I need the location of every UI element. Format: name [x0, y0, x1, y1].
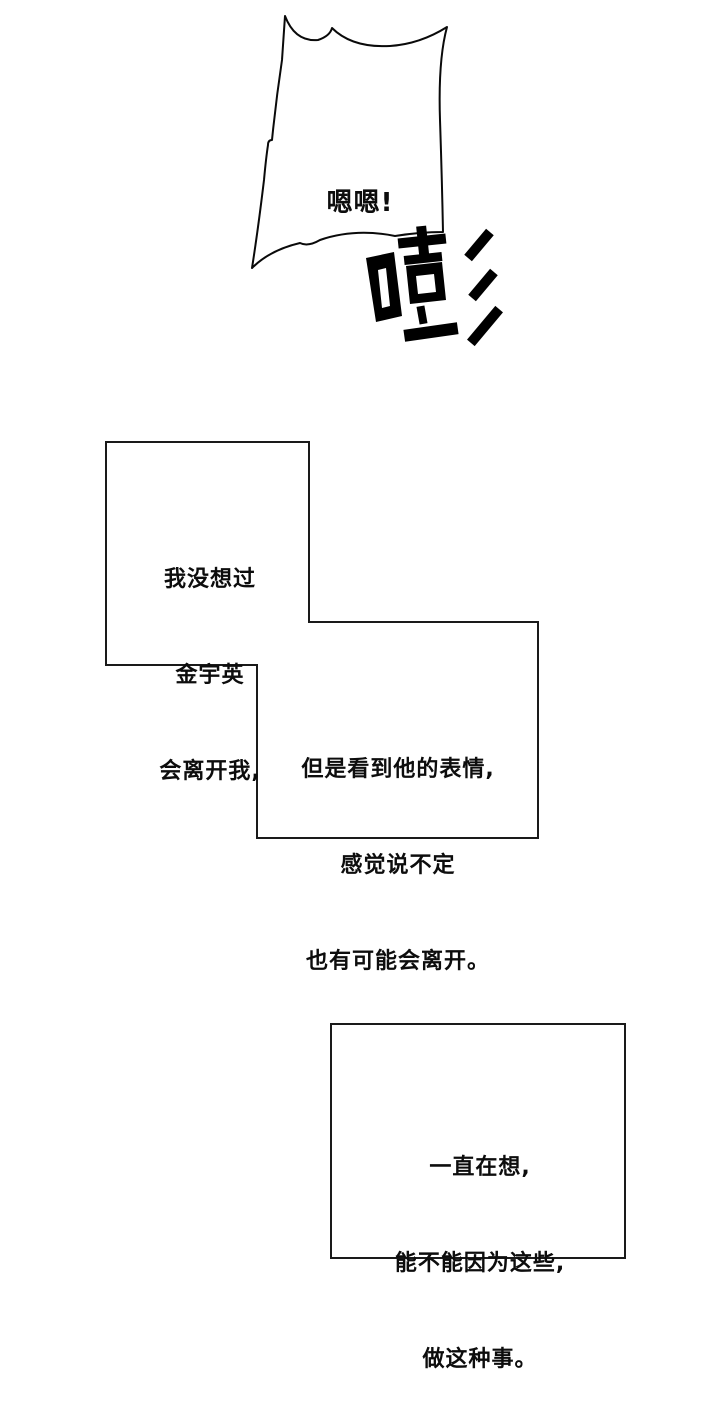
caption-line: 感觉说不定 [340, 853, 456, 878]
caption-box-1-outline [105, 441, 539, 839]
speech-bubble-text: 嗯嗯! [300, 118, 420, 254]
speech-bubble-outline [251, 15, 448, 269]
caption-line: 金宇英 [175, 663, 245, 688]
sfx-peng-icon [366, 225, 503, 347]
caption-line: 会离开我, [159, 759, 261, 784]
caption-line: 也有可能会离开。 [305, 949, 490, 974]
caption-box-3-text: 一直在想, 能不能因为这些, 做这种事。 [360, 1088, 600, 1408]
caption-line: 我没想过 [163, 567, 256, 592]
caption-line: 一直在想, [429, 1155, 531, 1180]
caption-line: 但是看到他的表情, [301, 757, 495, 782]
line-art [105, 15, 626, 1259]
caption-line: 能不能因为这些, [394, 1251, 566, 1276]
caption-box-2-text: 但是看到他的表情, 感觉说不定 也有可能会离开。 [262, 690, 534, 1010]
bubble-line: 嗯嗯! [326, 188, 394, 218]
caption-box-1-text: 我没想过 金宇英 会离开我, [120, 500, 300, 820]
caption-box-3-outline [330, 1023, 626, 1259]
caption-line: 做这种事。 [422, 1347, 538, 1372]
